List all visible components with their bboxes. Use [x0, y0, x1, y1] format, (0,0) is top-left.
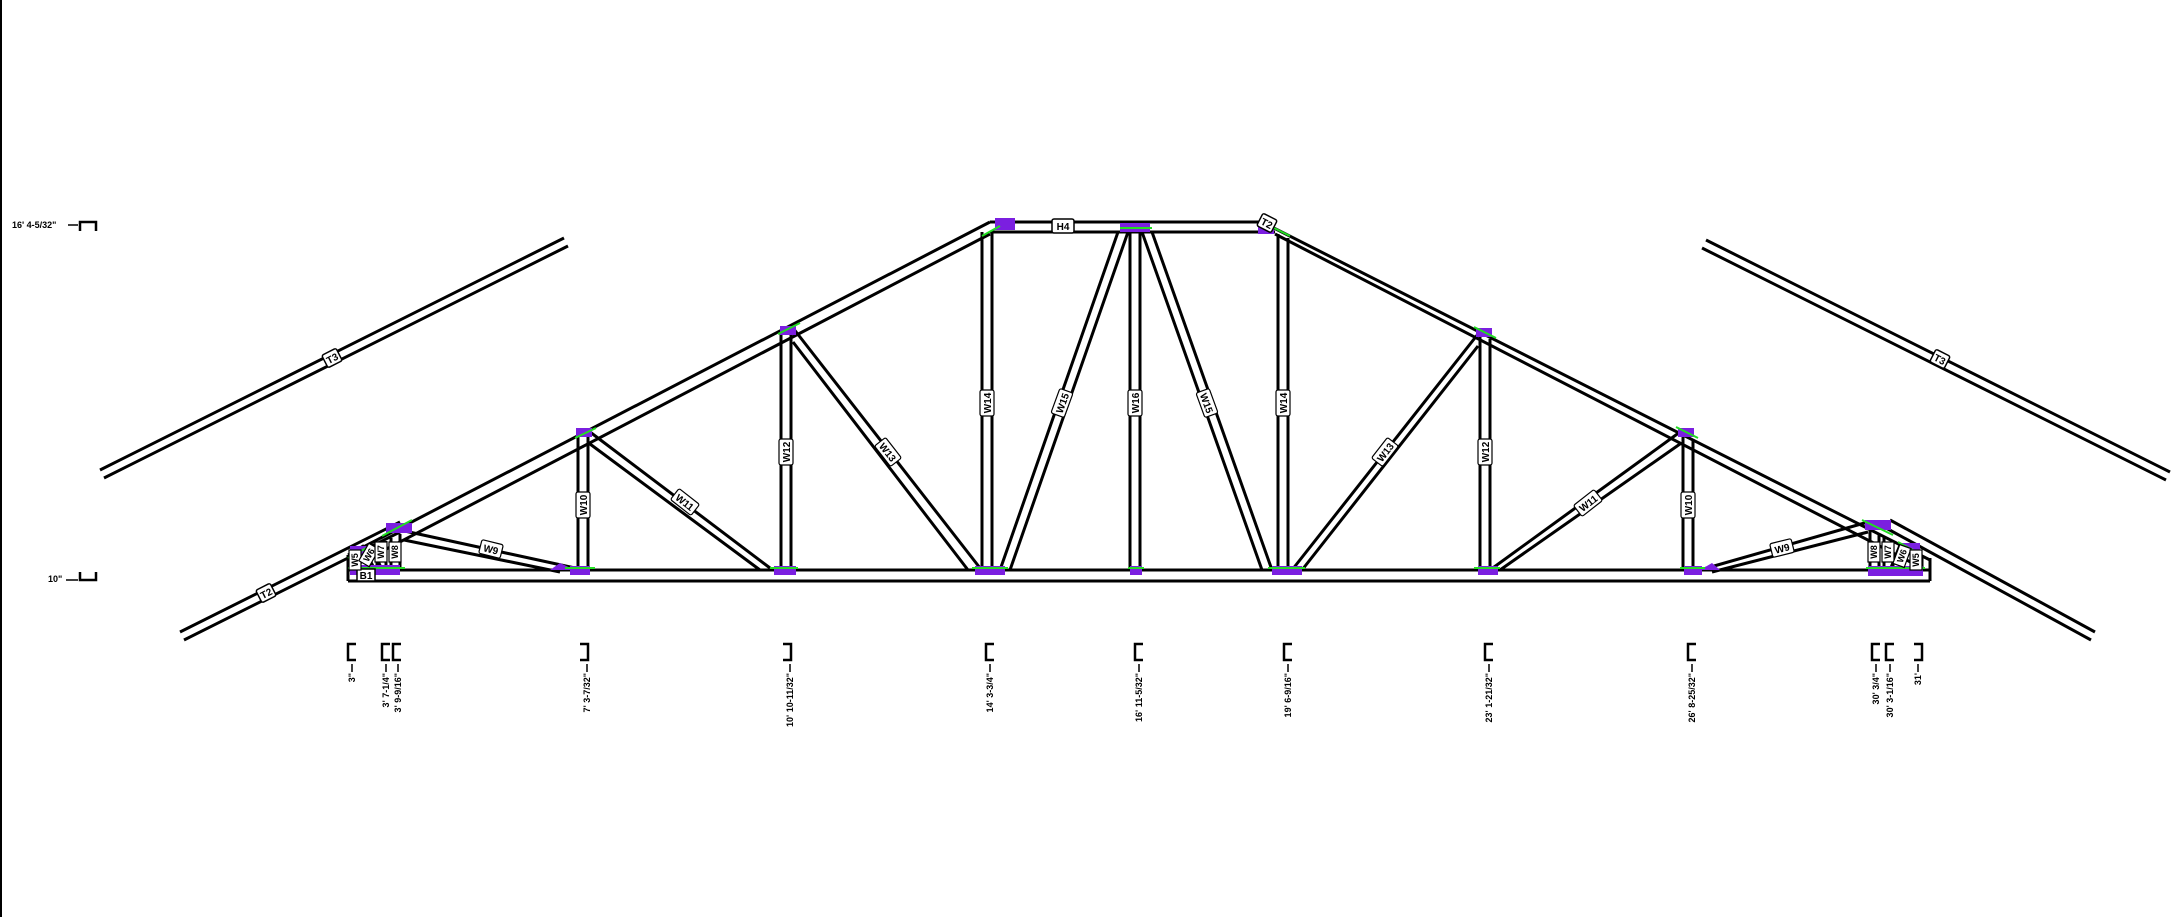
svg-text:H4: H4	[1057, 222, 1070, 233]
svg-text:26' 8-25/32": 26' 8-25/32"	[1687, 673, 1697, 722]
svg-text:T2: T2	[1259, 217, 1275, 232]
svg-text:W14: W14	[1279, 392, 1290, 413]
svg-text:W12: W12	[782, 441, 793, 462]
svg-text:7' 3-7/32": 7' 3-7/32"	[582, 673, 592, 712]
svg-text:W7: W7	[376, 545, 386, 559]
svg-text:W7: W7	[1883, 545, 1893, 559]
svg-text:W5: W5	[350, 553, 360, 567]
svg-text:30' 3-1/16": 30' 3-1/16"	[1885, 673, 1895, 717]
svg-text:B1: B1	[360, 571, 373, 582]
svg-text:W14: W14	[983, 392, 994, 413]
svg-text:W12: W12	[1481, 441, 1492, 462]
svg-text:3' 7-1/4": 3' 7-1/4"	[381, 673, 391, 707]
panel-point-labels: 3" 3' 7-1/4" 3' 9-9/16" 7' 3-7/32" 10' 1…	[347, 664, 1923, 727]
svg-text:10": 10"	[48, 574, 62, 584]
svg-text:23' 1-21/32": 23' 1-21/32"	[1484, 673, 1494, 722]
svg-text:3": 3"	[347, 673, 357, 682]
svg-text:3' 9-9/16": 3' 9-9/16"	[393, 673, 403, 712]
svg-text:W6: W6	[1895, 548, 1909, 564]
svg-text:30' 3/4": 30' 3/4"	[1871, 673, 1881, 704]
svg-text:W9: W9	[482, 543, 500, 557]
svg-text:19' 6-9/16": 19' 6-9/16"	[1283, 673, 1293, 717]
svg-text:16' 11-5/32": 16' 11-5/32"	[1134, 673, 1144, 722]
top-chord-left	[347, 220, 991, 569]
svg-text:W8: W8	[390, 545, 400, 559]
svg-text:T3: T3	[325, 352, 341, 367]
overhang-right-lower	[1885, 518, 2096, 642]
svg-text:W16: W16	[1131, 392, 1142, 413]
svg-text:14' 3-3/4": 14' 3-3/4"	[985, 673, 995, 712]
svg-text:10' 10-11/32": 10' 10-11/32"	[785, 673, 795, 727]
svg-text:W9: W9	[1774, 542, 1792, 556]
svg-text:T2: T2	[259, 587, 275, 602]
svg-text:W10: W10	[579, 494, 590, 515]
svg-text:W5: W5	[1911, 553, 1921, 567]
panel-point-dimensions	[346, 642, 1924, 662]
top-chord-right	[1261, 220, 1931, 570]
svg-text:W10: W10	[1684, 494, 1695, 515]
height-dimensions: 16' 4-5/32" 10"	[12, 220, 98, 584]
svg-text:T3: T3	[1932, 353, 1948, 368]
svg-text:W8: W8	[1869, 545, 1879, 559]
drawing-border	[0, 0, 2, 917]
svg-text:16' 4-5/32": 16' 4-5/32"	[12, 220, 56, 230]
svg-text:31': 31'	[1913, 673, 1923, 685]
